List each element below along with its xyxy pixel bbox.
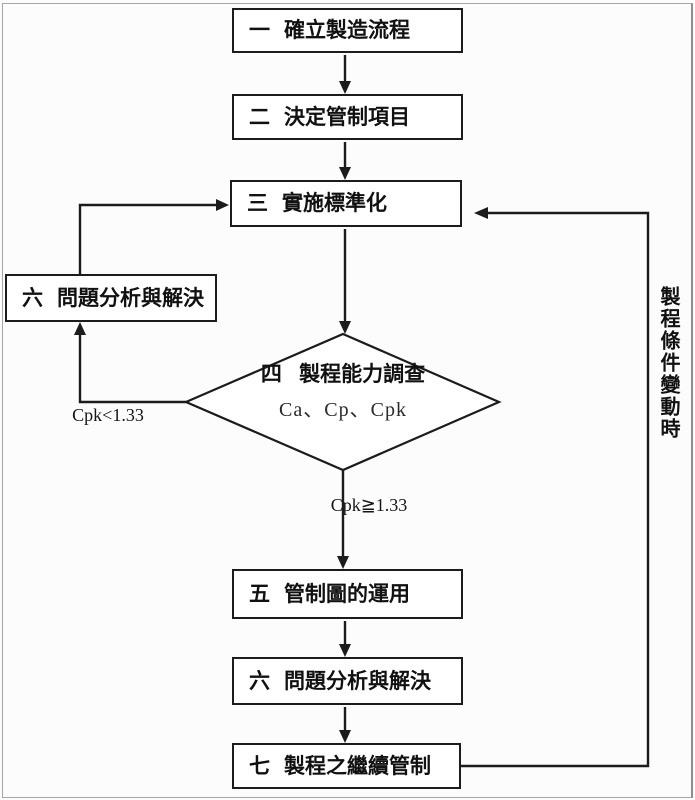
arrowhead-down-icon	[339, 321, 351, 334]
connector-loopbox-step3	[78, 203, 216, 274]
flow-step-6-box: 六 問題分析與解決	[232, 657, 463, 705]
step-label: 決定管制項目	[284, 104, 410, 129]
step-number: 六	[249, 668, 270, 693]
flow-step-6-loop-box: 六 問題分析與解決	[5, 274, 217, 322]
step-number: 二	[249, 104, 270, 129]
arrowhead-right-icon	[216, 199, 229, 211]
arrowhead-down-icon	[339, 81, 351, 94]
arrowhead-down-icon	[339, 167, 351, 180]
flow-step-2-box: 二 決定管制項目	[232, 94, 463, 140]
label-cpk-pass: Cpk≧1.33	[330, 495, 408, 515]
step-number: 五	[249, 581, 270, 606]
step-number: 六	[22, 285, 43, 310]
flow-step-5-box: 五 管制圖的運用	[232, 569, 463, 619]
step-label: 製程能力調查	[299, 362, 426, 386]
step-label: 製程之繼續管制	[284, 753, 431, 778]
arrowhead-up-icon	[74, 322, 86, 335]
step-label: 實施標準化	[282, 191, 387, 215]
decision-diamond-shape	[183, 332, 502, 472]
step-label: 問題分析與解決	[57, 285, 204, 310]
step-number: 三	[247, 191, 268, 215]
step-label: 管制圖的運用	[284, 581, 410, 606]
step-label: 問題分析與解決	[284, 668, 431, 693]
step-number: 七	[249, 753, 270, 778]
step-number: 四	[260, 362, 282, 386]
label-feedback-note: 製程條件變動時	[657, 286, 681, 440]
decision-diamond-text: 四 製程能力調查 Ca、Cp、Cpk	[200, 364, 486, 421]
step-number: 一	[249, 18, 270, 42]
arrowhead-down-icon	[337, 556, 349, 569]
connector-step7-step3	[461, 211, 650, 768]
arrowhead-down-icon	[339, 644, 351, 657]
step-label: 確立製造流程	[284, 18, 410, 42]
decision-title: 四 製程能力調查	[200, 364, 486, 385]
flow-step-1-box: 一 確立製造流程	[232, 8, 463, 53]
flow-step-7-box: 七 製程之繼續管制	[232, 743, 461, 789]
connector-decision-loopbox	[78, 335, 186, 404]
arrowhead-left-icon	[474, 207, 488, 219]
flow-step-3-box: 三 實施標準化	[230, 180, 462, 227]
arrowhead-down-icon	[339, 730, 351, 743]
label-cpk-fail: Cpk<1.33	[72, 405, 144, 425]
decision-subtext: Ca、Cp、Cpk	[279, 399, 407, 421]
